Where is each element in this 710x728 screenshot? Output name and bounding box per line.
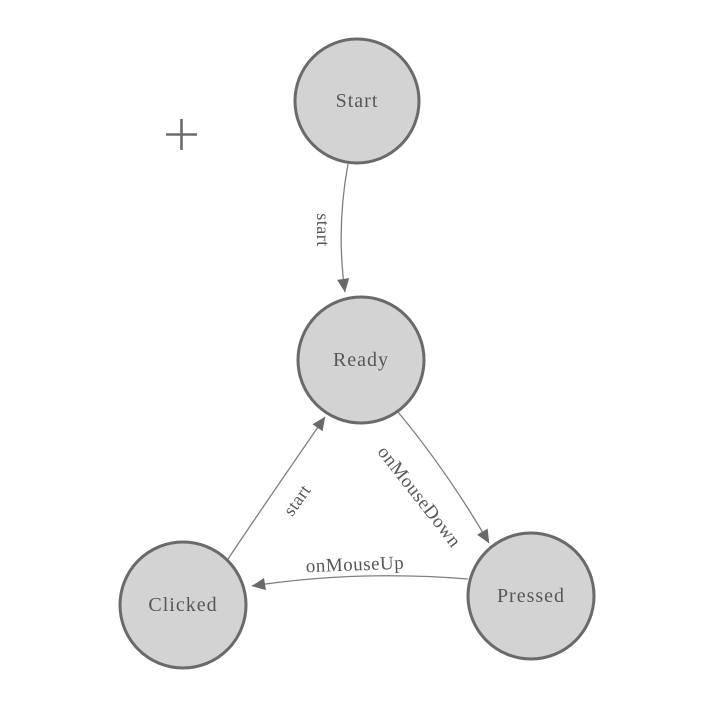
edge-pressed-to-clicked[interactable] [251, 575, 469, 591]
node-clicked-circle [118, 540, 248, 670]
node-start-label: Start [336, 90, 379, 112]
node-pressed-label: Pressed [497, 585, 565, 607]
edge-label-start-to-ready: start [313, 213, 333, 247]
node-pressed-circle [466, 531, 596, 661]
edge-label-pressed-to-clicked: onMouseUp [305, 553, 404, 577]
node-start[interactable]: Start [293, 37, 421, 165]
node-clicked[interactable]: Clicked [118, 540, 248, 670]
node-pressed[interactable]: Pressed [466, 531, 596, 661]
edge-clicked-to-ready[interactable] [227, 416, 326, 560]
edge-start-to-ready[interactable] [337, 163, 350, 293]
crosshair-cursor-icon [166, 119, 197, 150]
node-clicked-label: Clicked [148, 594, 217, 616]
edge-ready-to-pressed[interactable] [397, 411, 490, 544]
node-ready-circle [296, 295, 426, 425]
node-ready[interactable]: Ready [296, 295, 426, 425]
node-ready-label: Ready [333, 349, 389, 371]
node-start-circle [293, 37, 421, 165]
